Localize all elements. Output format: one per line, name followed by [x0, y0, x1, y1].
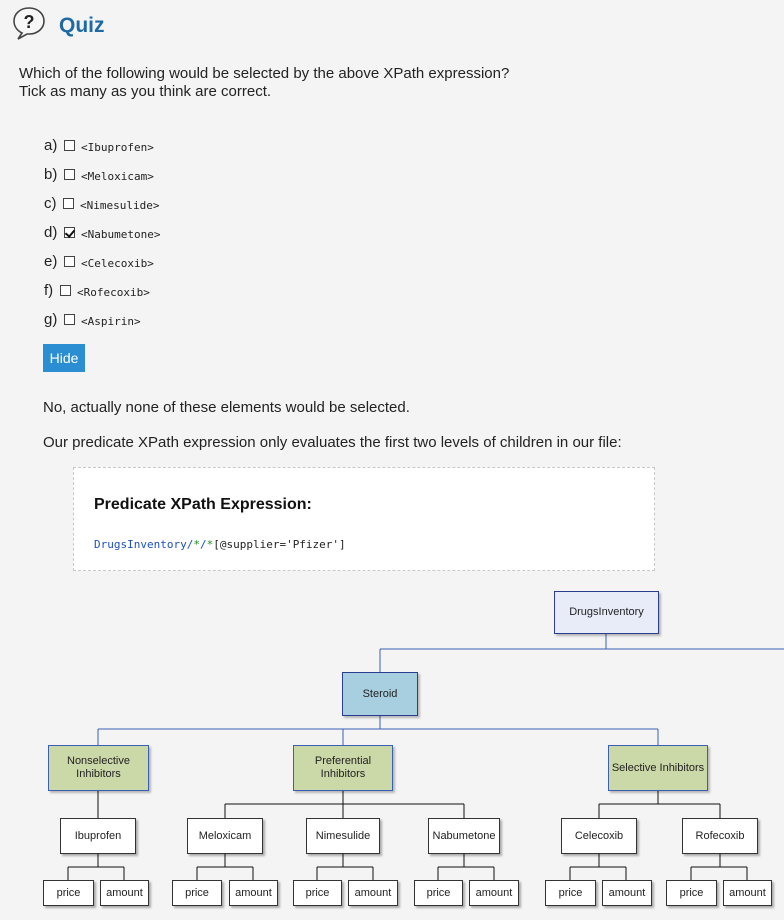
tree-leaf-price: price — [43, 880, 94, 906]
option-b[interactable]: b) <Meloxicam> — [44, 166, 304, 186]
expr-slash: / — [199, 538, 207, 551]
option-letter: g) — [44, 311, 58, 328]
option-code: <Ibuprofen> — [81, 141, 154, 154]
expr-root: DrugsInventory — [94, 538, 187, 551]
option-checkbox[interactable] — [64, 169, 75, 180]
option-letter: b) — [44, 166, 58, 183]
expr-star: * — [206, 538, 214, 551]
option-letter: e) — [44, 253, 58, 270]
tree-node-drug: Rofecoxib — [682, 818, 758, 854]
option-code: <Nimesulide> — [80, 199, 160, 212]
answer-text-2: Our predicate XPath expression only eval… — [43, 434, 622, 451]
tree-node-drug: Meloxicam — [187, 818, 263, 854]
tree-node-category: Preferential Inhibitors — [293, 745, 393, 791]
option-code: <Aspirin> — [81, 315, 141, 328]
option-code: <Rofecoxib> — [77, 286, 150, 299]
xpath-expression-box: Predicate XPath Expression: DrugsInvento… — [73, 467, 655, 571]
tree-node-drug: Nabumetone — [428, 818, 500, 854]
tree-leaf-amount: amount — [100, 880, 149, 906]
tree-leaf-price: price — [666, 880, 717, 906]
black-connectors — [67, 791, 748, 880]
question-mark: ? — [24, 12, 35, 32]
option-c[interactable]: c) <Nimesulide> — [44, 195, 304, 215]
expr-predicate: [@supplier='Pfizer'] — [213, 538, 346, 551]
tree-node-category: Selective Inhibitors — [608, 745, 708, 791]
blue-connectors — [97, 634, 784, 745]
option-letter: c) — [44, 195, 57, 212]
option-f[interactable]: f) <Rofecoxib> — [44, 282, 304, 302]
expression-title: Predicate XPath Expression: — [94, 496, 312, 513]
option-checkbox[interactable] — [64, 314, 75, 325]
option-letter: f) — [44, 282, 54, 299]
question-line-2: Tick as many as you think are correct. — [19, 83, 272, 100]
option-checkbox[interactable] — [63, 198, 74, 209]
tree-node-drug: Celecoxib — [561, 818, 637, 854]
option-checkbox[interactable] — [64, 227, 75, 238]
option-checkbox[interactable] — [60, 285, 71, 296]
expression-code: DrugsInventory/*/*[@supplier='Pfizer'] — [94, 538, 346, 551]
option-code: <Meloxicam> — [81, 170, 154, 183]
option-e[interactable]: e) <Celecoxib> — [44, 253, 304, 273]
option-g[interactable]: g) <Aspirin> — [44, 311, 304, 331]
hide-button[interactable]: Hide — [43, 344, 85, 372]
question-bubble-icon: ? — [13, 7, 45, 40]
tree-node-drug: Nimesulide — [306, 818, 380, 854]
question-text: Which of the following would be selected… — [19, 65, 509, 101]
option-letter: d) — [44, 224, 58, 241]
tree-leaf-price: price — [293, 880, 342, 906]
option-checkbox[interactable] — [64, 140, 75, 151]
option-code: <Nabumetone> — [81, 228, 161, 241]
tree-leaf-price: price — [414, 880, 463, 906]
tree-leaf-amount: amount — [348, 880, 398, 906]
option-a[interactable]: a) <Ibuprofen> — [44, 137, 304, 157]
tree-leaf-amount: amount — [229, 880, 278, 906]
quiz-title: Quiz — [59, 14, 105, 37]
expr-star: * — [193, 538, 200, 551]
question-line-1: Which of the following would be selected… — [19, 65, 510, 82]
expr-slash: / — [186, 538, 194, 551]
tree-node-steroid: Steroid — [342, 672, 418, 716]
tree-leaf-price: price — [172, 880, 222, 906]
answer-text-1: No, actually none of these elements woul… — [43, 399, 410, 416]
tree-node-drug: Ibuprofen — [60, 818, 136, 854]
option-letter: a) — [44, 137, 58, 154]
tree-node-root: DrugsInventory — [554, 591, 659, 634]
tree-leaf-amount: amount — [723, 880, 772, 906]
option-checkbox[interactable] — [64, 256, 75, 267]
option-d[interactable]: d) <Nabumetone> — [44, 224, 304, 244]
option-code: <Celecoxib> — [81, 257, 154, 270]
tree-leaf-amount: amount — [469, 880, 519, 906]
tree-leaf-amount: amount — [602, 880, 652, 906]
tree-node-category: Nonselective Inhibitors — [48, 745, 149, 791]
tree-leaf-price: price — [545, 880, 596, 906]
